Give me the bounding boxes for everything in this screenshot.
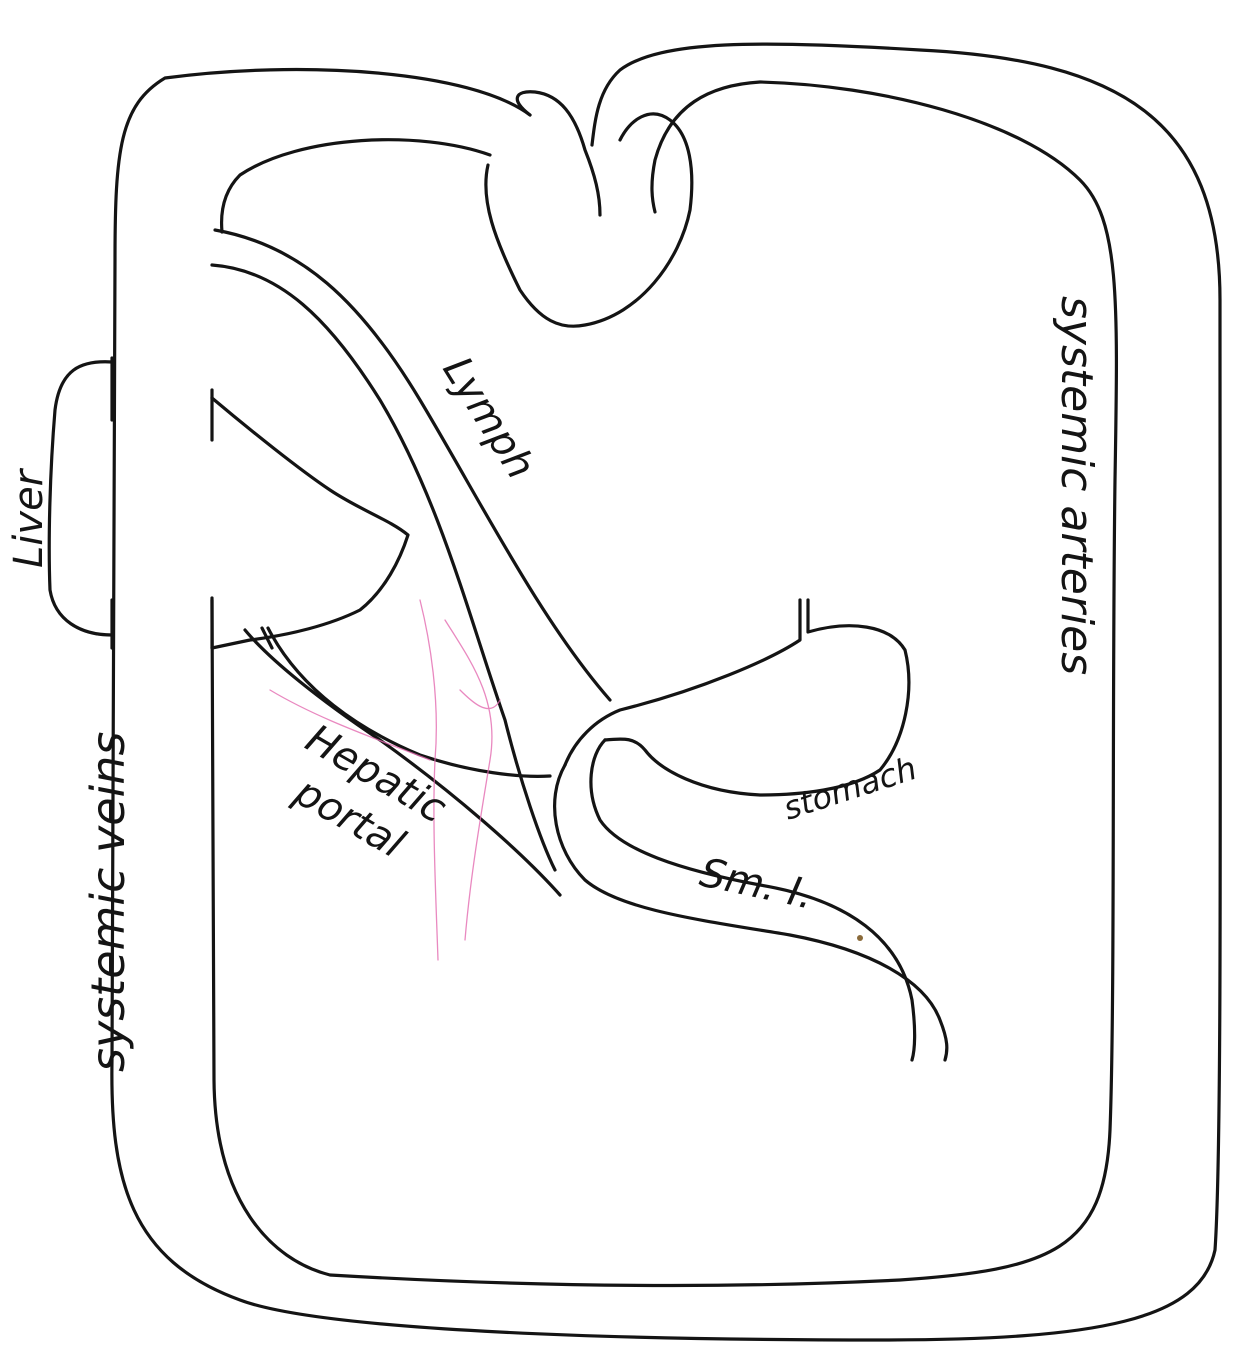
- outer-vessel-loop: [112, 44, 1220, 1340]
- heart-left-lobe: [517, 92, 600, 215]
- label-systemic-veins: systemic veins: [81, 732, 135, 1072]
- label-liver: Liver: [6, 467, 52, 568]
- liver-outline: [49, 362, 112, 635]
- label-small-intestine: Sm. I.: [696, 850, 817, 919]
- inner-vein-trunk: [212, 82, 1116, 1285]
- small-intestine-outer: [555, 765, 947, 1060]
- liver-capillary-bed: [212, 398, 408, 648]
- label-systemic-arteries: systemic arteries: [1051, 296, 1102, 675]
- label-lymph: Lymph: [434, 349, 544, 487]
- label-stomach: stomach: [779, 749, 921, 828]
- paper-speck: [857, 935, 863, 941]
- inner-vessel-loop: [222, 140, 490, 232]
